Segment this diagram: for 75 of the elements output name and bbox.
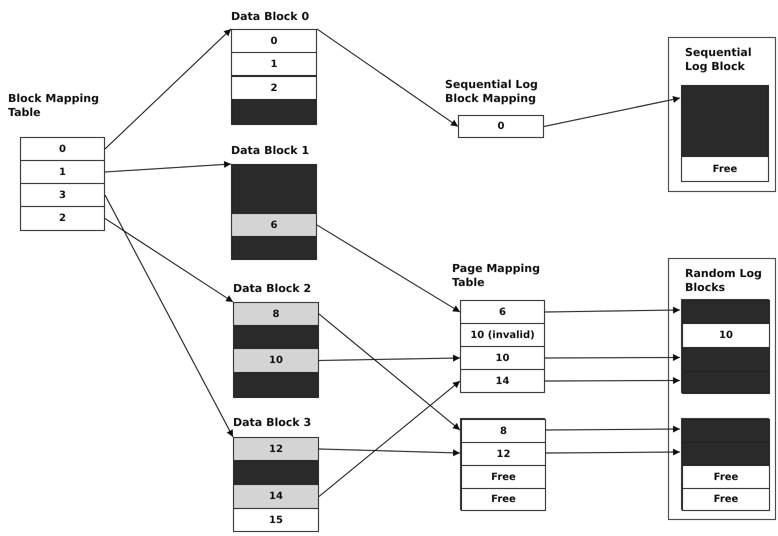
- mapping-table: [452, 262, 547, 393]
- arrow: [544, 426, 680, 433]
- data-block: [233, 416, 319, 532]
- arrow: [316, 224, 460, 312]
- filled-cell: [231, 164, 317, 214]
- table-title: Data Block 3: [233, 416, 312, 430]
- filled-cell: [682, 442, 770, 466]
- table-cell: 6: [231, 213, 317, 237]
- table-cell: 12: [461, 442, 546, 466]
- arrow: [316, 28, 458, 127]
- arrow: [318, 354, 460, 362]
- table-cell: 10: [682, 323, 770, 348]
- table-cell: 6: [460, 300, 545, 324]
- table-cell: 2: [20, 206, 105, 231]
- table-cell: 1: [231, 52, 317, 76]
- table-cell: Free: [682, 465, 770, 489]
- table-cell: 8: [233, 302, 319, 326]
- arrow: [544, 448, 680, 456]
- table-cell: Free: [681, 156, 769, 182]
- arrow: [104, 194, 234, 438]
- arrow: [104, 28, 232, 150]
- table-cell: 0: [458, 115, 544, 138]
- arrow: [544, 354, 680, 362]
- table-cell: 2: [231, 76, 317, 100]
- log-block-panel: [668, 258, 776, 520]
- arrow: [104, 218, 234, 302]
- table-cell: 10: [460, 346, 545, 370]
- table-cell: 15: [233, 508, 319, 532]
- arrow: [318, 448, 460, 456]
- filled-cell: [682, 347, 770, 372]
- data-block: [231, 10, 317, 125]
- table-cell: 8: [461, 419, 546, 443]
- filled-cell: [682, 371, 770, 394]
- table-title: Block Mapping Table: [8, 92, 100, 120]
- table-cell: 14: [233, 484, 319, 509]
- mapping-table: [8, 92, 105, 232]
- table-title: Data Block 2: [233, 282, 312, 296]
- arrow: [318, 380, 460, 497]
- arrow: [544, 377, 680, 384]
- arrow: [104, 160, 232, 172]
- table-title: Random Log Blocks: [685, 267, 763, 295]
- table-cell: 1: [20, 160, 105, 184]
- table-title: Data Block 1: [231, 144, 310, 158]
- table-cell: 0: [20, 137, 105, 161]
- table-cell: 0: [231, 29, 317, 53]
- table-cell: Free: [682, 488, 770, 511]
- table-cell: 12: [233, 437, 319, 461]
- arrow: [318, 314, 460, 430]
- filled-cell: [231, 236, 317, 260]
- filled-cell: [233, 325, 319, 349]
- table-title: Sequential Log Block Mapping: [445, 78, 539, 106]
- table-title: Data Block 0: [231, 10, 310, 24]
- table-cell: 10 (invalid): [460, 323, 545, 347]
- filled-cell: [682, 300, 770, 324]
- table-cell: 14: [460, 369, 545, 393]
- filled-cell: [233, 372, 319, 398]
- data-block: [231, 144, 317, 260]
- table-title: Page Mapping Table: [452, 262, 541, 290]
- data-block: [233, 282, 319, 398]
- arrow: [544, 96, 680, 127]
- table-cell: 3: [20, 183, 105, 207]
- arrow: [544, 306, 680, 314]
- log-block-panel: [668, 37, 776, 192]
- filled-cell: [682, 419, 770, 443]
- log-block: [681, 418, 769, 510]
- table-title: Sequential Log Block: [685, 46, 753, 74]
- filled-cell: [681, 85, 769, 157]
- filled-cell: [233, 460, 319, 485]
- table-cell: Free: [461, 465, 546, 489]
- table-cell: Free: [461, 488, 546, 511]
- log-block: [681, 299, 769, 393]
- table-cell: 10: [233, 348, 319, 373]
- filled-cell: [231, 99, 317, 125]
- mapping-table: [445, 78, 546, 138]
- mapping-table: [460, 418, 545, 510]
